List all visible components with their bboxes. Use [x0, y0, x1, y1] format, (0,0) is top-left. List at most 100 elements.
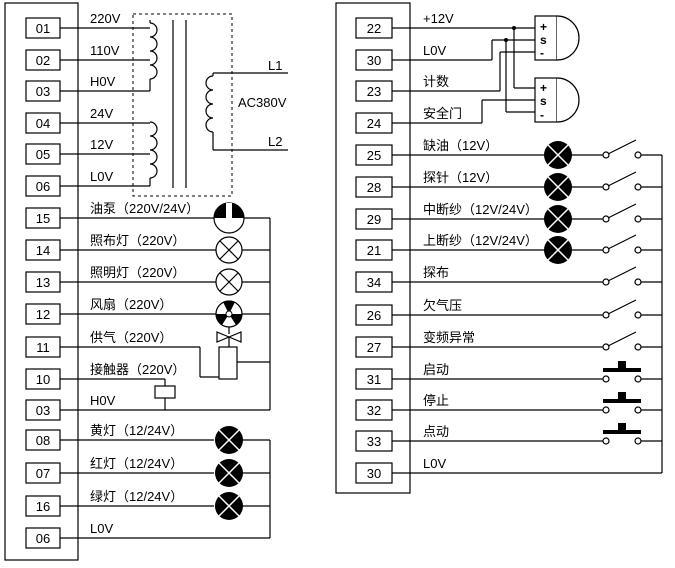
load-wiring [60, 217, 271, 539]
left-terminal-box [25, 527, 61, 549]
fan-symbol [215, 300, 243, 334]
air-valve-symbol [216, 331, 242, 380]
left-terminal-label: L0V [90, 169, 113, 184]
switch-symbol [602, 331, 662, 351]
left-terminal-label: 风扇（220V） [90, 297, 172, 312]
transformer-voltage-label: AC380V [238, 95, 287, 110]
door-sensor-minus: - [540, 108, 544, 122]
right-terminal-label: L0V [423, 456, 446, 471]
right-terminal-number: 27 [367, 340, 381, 355]
left-terminal-box [25, 429, 61, 451]
left-terminal-box [25, 80, 61, 102]
push-button-symbol [602, 361, 662, 383]
sensor-wiring [392, 26, 535, 124]
left-terminal-label: H0V [90, 393, 116, 408]
right-terminal-label: L0V [423, 43, 446, 58]
left-terminal-number: 05 [36, 147, 50, 162]
right-terminal-box [355, 49, 393, 71]
push-button-symbol [602, 392, 662, 414]
left-terminal-box [25, 207, 61, 229]
contactor-coil-symbol [154, 385, 176, 399]
left-terminal-box [25, 271, 61, 293]
right-terminal-label: 变频异常 [423, 330, 475, 345]
count-sensor-signal: s [540, 33, 547, 47]
left-terminal-box [25, 175, 61, 197]
right-terminal-number: 34 [367, 275, 381, 290]
switch-wiring [392, 155, 663, 474]
left-terminal-label: 220V [90, 11, 121, 26]
right-terminal-number: 33 [367, 434, 381, 449]
left-terminal-number: 02 [36, 53, 50, 68]
left-terminal-label: 照布灯（220V） [90, 233, 185, 248]
switch-symbol [602, 299, 662, 319]
left-terminal-box [25, 239, 61, 261]
left-terminal-label: 接触器（220V） [90, 362, 185, 377]
right-frame [335, 2, 411, 494]
left-terminal-number: 06 [36, 531, 50, 546]
transformer-wiring [60, 20, 151, 187]
switch-symbol [602, 234, 662, 254]
transformer-l1-label: L1 [268, 58, 282, 73]
right-terminal-label: 停止 [423, 393, 449, 408]
left-terminal-box [25, 495, 61, 517]
left-terminal-label: 110V [90, 43, 120, 58]
right-terminal-box [355, 17, 393, 39]
switch-symbol [602, 171, 662, 191]
left-terminal-label: 绿灯（12/24V） [90, 489, 183, 504]
right-terminal-number: 30 [367, 466, 381, 481]
left-terminal-box [25, 17, 61, 39]
right-terminal-label: 缺油（12V） [423, 138, 498, 153]
cloth-light-symbol [215, 236, 243, 264]
switch-symbol [602, 203, 662, 223]
left-terminal-label: 红灯（12/24V） [90, 456, 183, 471]
right-terminal-number: 22 [367, 21, 381, 36]
left-terminal-box [25, 49, 61, 71]
left-terminal-number: 14 [36, 243, 50, 258]
right-terminal-number: 31 [367, 372, 381, 387]
right-terminal-label: 上断纱（12V/24V） [423, 233, 538, 248]
left-terminal-number: 04 [36, 116, 50, 131]
left-terminal-number: 08 [36, 433, 50, 448]
left-terminal-number: 07 [36, 466, 50, 481]
right-terminal-number: 21 [367, 243, 381, 258]
push-button-symbol [602, 423, 662, 445]
left-terminal-number: 03 [36, 403, 50, 418]
right-terminal-label: +12V [423, 11, 454, 26]
left-terminal-number: 10 [36, 372, 50, 387]
right-terminal-label: 探针（12V） [423, 170, 498, 185]
right-terminal-label: 中断纱（12V/24V） [423, 202, 538, 217]
oil-pump-symbol [213, 202, 245, 234]
transformer-l2-label: L2 [268, 134, 282, 149]
left-terminal-box [25, 112, 61, 134]
right-terminal-box [355, 80, 393, 102]
left-terminal-number: 03 [36, 84, 50, 99]
left-terminal-label: H0V [90, 74, 116, 89]
left-terminal-number: 12 [36, 307, 50, 322]
left-terminal-box [25, 336, 61, 358]
right-terminal-number: 23 [367, 84, 381, 99]
left-terminal-number: 16 [36, 499, 50, 514]
right-terminal-number: 28 [367, 180, 381, 195]
transformer: L1 L2 AC380V [132, 13, 288, 197]
door-sensor-signal: s [540, 94, 547, 108]
right-terminal-label: 探布 [423, 265, 449, 280]
left-terminal-box [25, 462, 61, 484]
right-terminal-label: 启动 [423, 362, 449, 377]
right-terminal-label: 欠气压 [423, 298, 462, 313]
right-terminal-box [355, 112, 393, 134]
left-terminal-number: 13 [36, 275, 50, 290]
lighting-lamp-symbol [215, 268, 243, 296]
left-terminal-box [25, 368, 61, 390]
count-sensor-minus: - [540, 46, 544, 60]
right-terminal-number: 26 [367, 308, 381, 323]
switch-symbol [602, 139, 662, 159]
green-lamp-symbol [215, 492, 243, 520]
count-sensor-symbol: + s - [534, 15, 580, 61]
left-terminal-box [25, 303, 61, 325]
door-sensor-symbol: + s - [534, 77, 580, 123]
left-terminal-number: 01 [36, 21, 50, 36]
door-sensor-plus: + [540, 81, 547, 95]
left-terminal-label: L0V [90, 521, 113, 536]
right-terminal-label: 计数 [423, 74, 449, 89]
left-terminal-box [25, 143, 61, 165]
